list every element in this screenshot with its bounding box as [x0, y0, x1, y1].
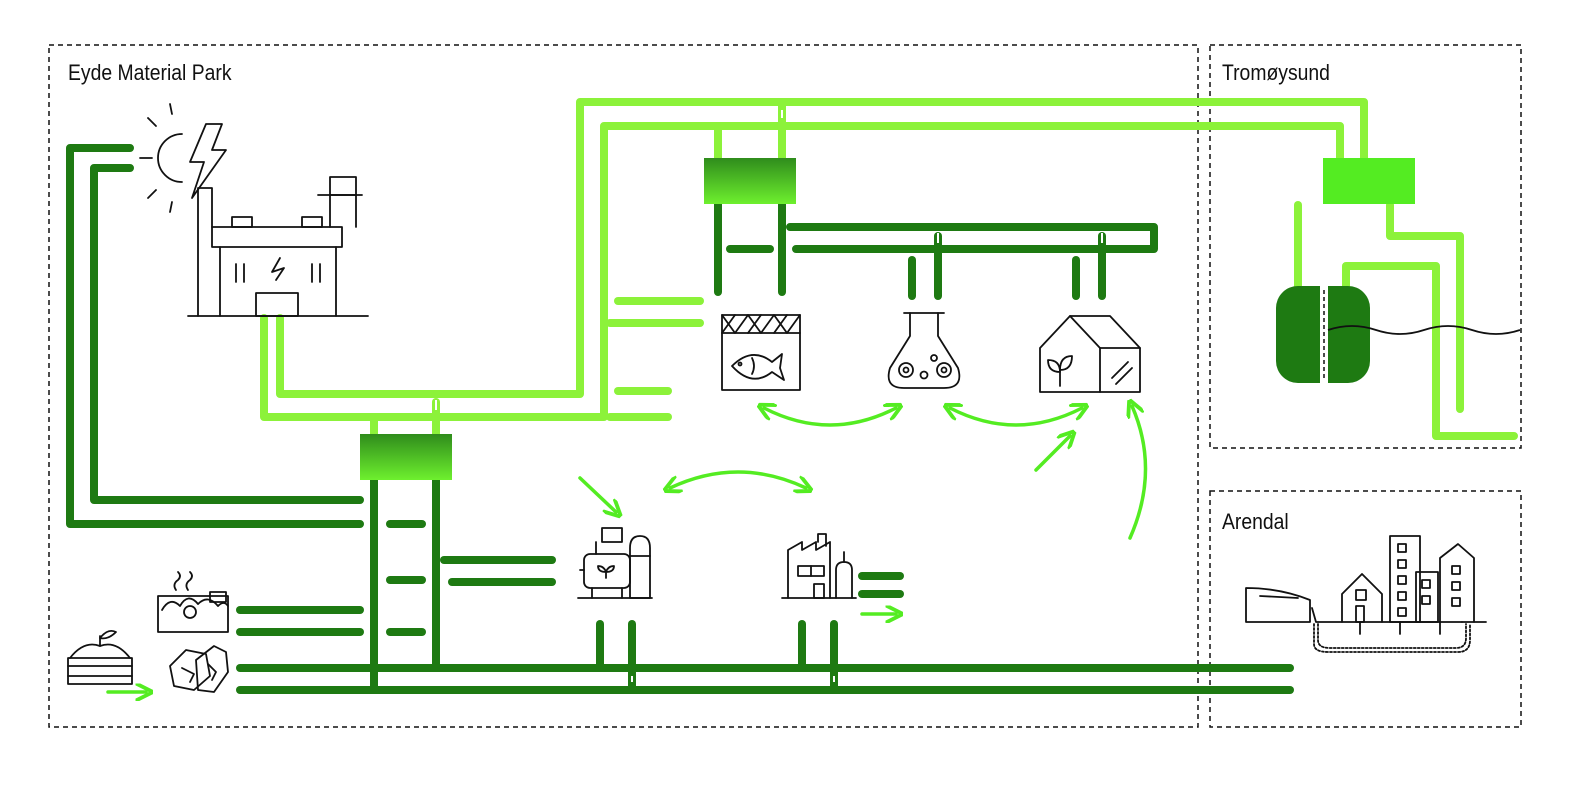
rocks-icon: [169, 645, 229, 693]
pipe-light-top-inner: [260, 122, 1344, 421]
light-green-pipes: [260, 98, 1518, 440]
pipe-dark-solar-inner: [90, 164, 364, 504]
junction-ticks: [435, 110, 1103, 682]
lab-flask-icon: [887, 312, 961, 389]
arrow-biogas-factory: [670, 470, 806, 488]
fish-farm-icon: [721, 314, 801, 391]
pipe-light-top-outer: [276, 98, 1368, 398]
arrow-curve-greenhouse: [1130, 406, 1148, 540]
arrow-to-greenhouse: [1034, 436, 1070, 472]
flow-arrows: [106, 406, 1148, 692]
biogas-plant-icon: [577, 527, 653, 599]
arrow-fish-flask: [764, 408, 896, 427]
hub-tromoysund: [1323, 158, 1415, 204]
zone-label-arendal: Arendal: [1222, 509, 1289, 534]
solar-wind-power-icon: [139, 103, 227, 213]
pipe-dark-top-loop: [786, 223, 1158, 253]
hub-left: [360, 434, 452, 480]
zone-tromoysund: [1209, 44, 1522, 449]
arrow-into-biogas: [578, 476, 616, 512]
arrow-flask-greenhouse: [950, 408, 1082, 427]
zone-label-tromoysund: Tromøysund: [1222, 60, 1330, 85]
pipe-light-trom-right-b: [1342, 262, 1518, 440]
zone-label-eyde-material-park: Eyde Material Park: [68, 60, 232, 85]
pipe-light-trom-right-a: [1386, 201, 1464, 413]
soil-crate-icon: [67, 629, 133, 685]
seawater-tank-icon: [1276, 286, 1521, 383]
zone-arendal: [1209, 490, 1522, 728]
dark-green-pipes: [66, 144, 1294, 694]
hub-top: [704, 158, 796, 204]
zone-eyde-material-park: [48, 44, 1199, 728]
compost-waste-icon: [157, 571, 229, 633]
pipe-dark-solar-outer: [66, 144, 364, 528]
greenhouse-icon: [1039, 315, 1141, 393]
power-plant-icon: [187, 176, 369, 317]
factory-icon: [781, 533, 857, 599]
city-buildings-icon: [1245, 535, 1487, 653]
